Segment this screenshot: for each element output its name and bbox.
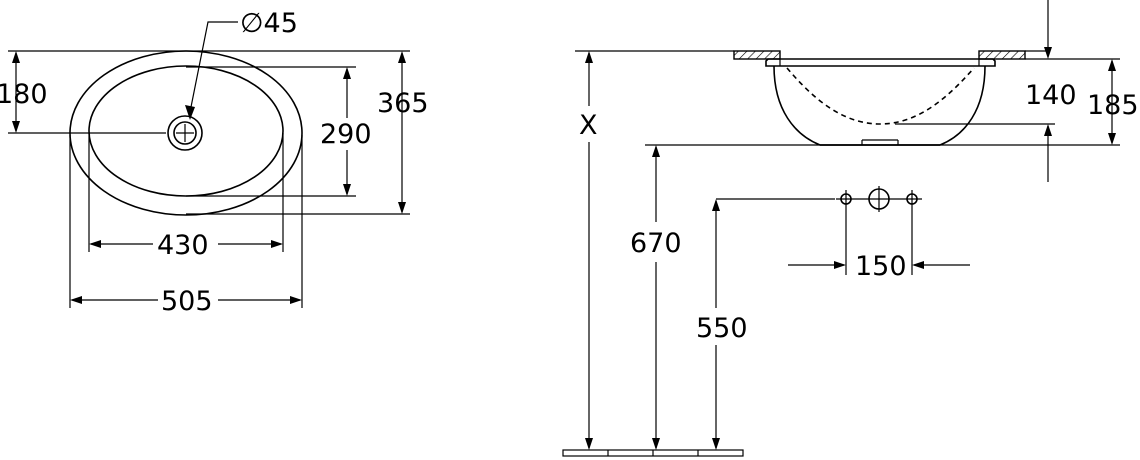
dimension-505-line [70, 296, 302, 304]
dimension-670-label: 670 [630, 228, 682, 259]
basin-inner-dashed [786, 67, 975, 125]
basin-rim [765, 58, 996, 67]
dimension-150-line [788, 261, 970, 269]
dimension-365-label: 365 [377, 88, 429, 119]
dimension-430-line [89, 240, 283, 248]
dimension-365-line [398, 51, 406, 214]
dimension-185-label: 185 [1087, 90, 1139, 121]
dimension-185-line [1108, 59, 1116, 145]
hole-diameter-label: ∅45 [240, 8, 298, 39]
dimension-180-label: 180 [0, 79, 48, 110]
drain-symbol [167, 115, 203, 151]
dimension-550-label: 550 [696, 313, 748, 344]
basin-outer-profile [773, 65, 986, 146]
dimension-670-line [652, 145, 660, 450]
dimension-430-label: 430 [157, 230, 209, 261]
hole-diameter-leader [185, 21, 238, 120]
dimension-x-label: X [579, 110, 598, 141]
countertop-left [733, 50, 781, 60]
elevation-view: 140 185 X 670 [562, 0, 1139, 457]
dimension-550-line [712, 198, 835, 450]
dimension-140-label: 140 [1025, 80, 1077, 111]
dimension-505-label: 505 [161, 286, 213, 317]
plan-view: ∅45 180 365 290 430 [0, 8, 429, 317]
tap-connection-symbol [836, 186, 922, 275]
floor-line [562, 449, 744, 457]
dimension-x-line [585, 51, 593, 450]
countertop-right [978, 50, 1026, 60]
basin-inner-bowl [88, 65, 284, 197]
dimension-290-line [343, 67, 351, 196]
dimension-290-label: 290 [320, 119, 372, 150]
dimension-140-line [1044, 0, 1052, 182]
dimension-180-line [12, 51, 20, 133]
dimension-150-label: 150 [855, 251, 907, 282]
